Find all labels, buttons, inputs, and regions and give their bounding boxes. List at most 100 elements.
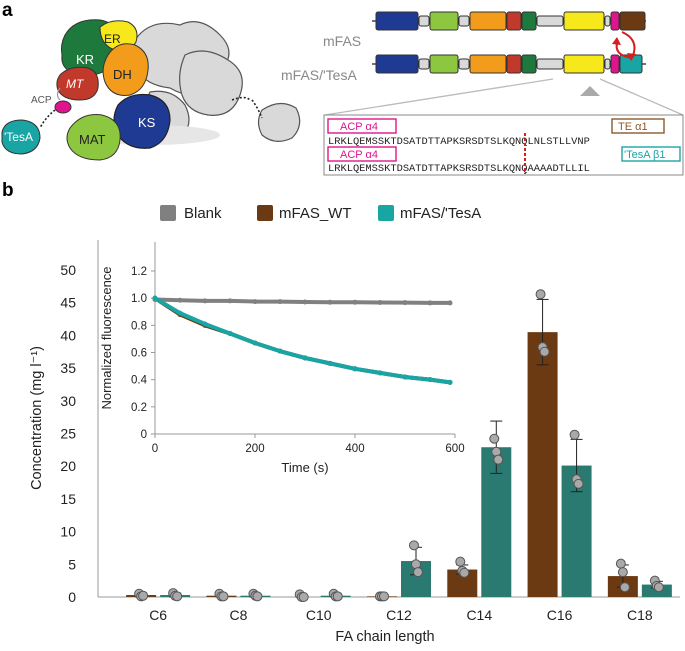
y-tick-label: 30 [60,393,76,409]
mt-label: MT [66,77,85,91]
inset-data-point [227,330,233,336]
tesa-linker [39,109,56,129]
inset-y-tick-label: 0 [141,429,147,441]
inset-x-tick-label: 400 [345,443,364,455]
y-tick-label: 50 [60,262,76,278]
bars [126,289,672,602]
inset-x-tick-label: 200 [245,443,264,455]
x-tick-label: C16 [547,607,573,623]
construct-domain-yellow [563,54,605,74]
construct-domain-green [521,54,537,74]
inset-x-tick-label: 0 [152,443,158,455]
inset-y-tick-label: 1.2 [131,266,147,278]
er-label: ER [104,32,121,46]
grey-tesa-domain [257,102,301,142]
replicate-point [413,567,423,578]
inset-y-ticks: 00.20.40.60.81.01.2 [131,266,155,441]
inset-data-point [152,295,158,301]
y-tick-label: 10 [60,524,76,540]
sequence-1: LRKLQEMSSKTDSATDTTAPKSRSDTSLKQNQLNLSTLLV… [328,136,590,148]
inset-data-point [227,298,233,304]
construct-mfas-tesa-label: mFAS/'TesA [281,67,357,83]
acp-label: ACP [31,95,52,106]
construct-domain-magenta [610,54,620,74]
inset-data-point [377,370,383,376]
replicate-point [138,590,149,601]
inset-y-tick-label: 0.2 [131,402,147,414]
y-tick-label: 15 [60,491,76,507]
legend-label-wt: mFAS_WT [279,205,352,222]
construct-mfas-label: mFAS [323,33,361,49]
inset-x-ticks: 0 200 400 600 [152,434,465,455]
x-tick-label: C6 [149,607,167,623]
tag-tesa: 'TesA β1 [624,149,665,161]
inset-data-point [402,374,408,380]
inset-data-point [327,299,333,305]
dh-domain [102,43,149,96]
arrow-head-down [627,53,636,61]
construct-domain-grey [536,58,564,70]
construct-domain-magenta [610,11,620,31]
construct-mfas-tesa-domain-bar [372,54,646,74]
inset-data-point [427,377,433,383]
tag-te-box [611,118,665,134]
legend-swatch-tesa [378,205,394,221]
construct-mfas-domain-bar [372,11,646,31]
inset-data-point [327,360,333,366]
inset-background [155,242,455,422]
inset-data-point [277,299,283,305]
tag-acp-2-box [327,146,397,162]
bar-wt [527,332,558,597]
construct-domain-grey [536,15,564,27]
construct-domain-yellow [563,11,605,31]
inset-x-tick-label: 600 [445,443,464,455]
tag-te: TE α1 [618,121,648,133]
inset-data-point [447,379,453,385]
y-tick-label: 5 [68,556,76,572]
callout-line-right [599,78,684,116]
tesa-label: 'TesA [4,130,33,144]
y-tick-label: 40 [60,327,76,343]
mat-domain [66,114,121,161]
tag-acp-1: ACP α4 [340,121,378,133]
construct-domain-lime [429,11,459,31]
inset-data-point [427,300,433,306]
mat-label: MAT [79,132,106,147]
replicate-point [493,454,504,465]
x-tick-label: C12 [386,607,412,623]
construct-domain-lime [429,54,459,74]
replicate-point [539,346,550,357]
inset-data-point [277,348,283,354]
mt-domain [56,66,99,101]
legend-swatch-wt [257,205,273,221]
construct-domain-ks [375,11,419,31]
inset-data-point [402,300,408,306]
inset-data-point [177,310,183,316]
y-tick-label: 35 [60,360,76,376]
inset-series [152,295,453,385]
replicate-point [489,433,500,444]
legend-label-blank: Blank [184,205,222,222]
inset-data-point [352,366,358,372]
inset-data-point [302,299,308,305]
replicate-point [332,591,343,602]
construct-domain-orange [469,54,507,74]
inset-data-point [377,300,383,306]
y-tick-label: 0 [68,589,76,605]
sequence-2: LRKLQEMSSKTDSATDTTAPKSRSDTSLKQNQAAAADTLL… [328,163,590,175]
inset-data-point [447,300,453,306]
replicate-point [573,478,584,489]
y-tick-label: 20 [60,458,76,474]
er-domain [99,20,138,51]
inset-x-label: Time (s) [281,460,328,475]
inset-data-point [352,299,358,305]
replicate-point [535,289,546,300]
x-axis-label: FA chain length [335,629,434,645]
acp-linker [56,87,61,101]
tag-acp-2: ACP α4 [340,149,378,161]
inset-y-tick-label: 0.6 [131,348,147,360]
acp-domain [54,100,72,114]
construct-domain-brown [619,11,646,31]
